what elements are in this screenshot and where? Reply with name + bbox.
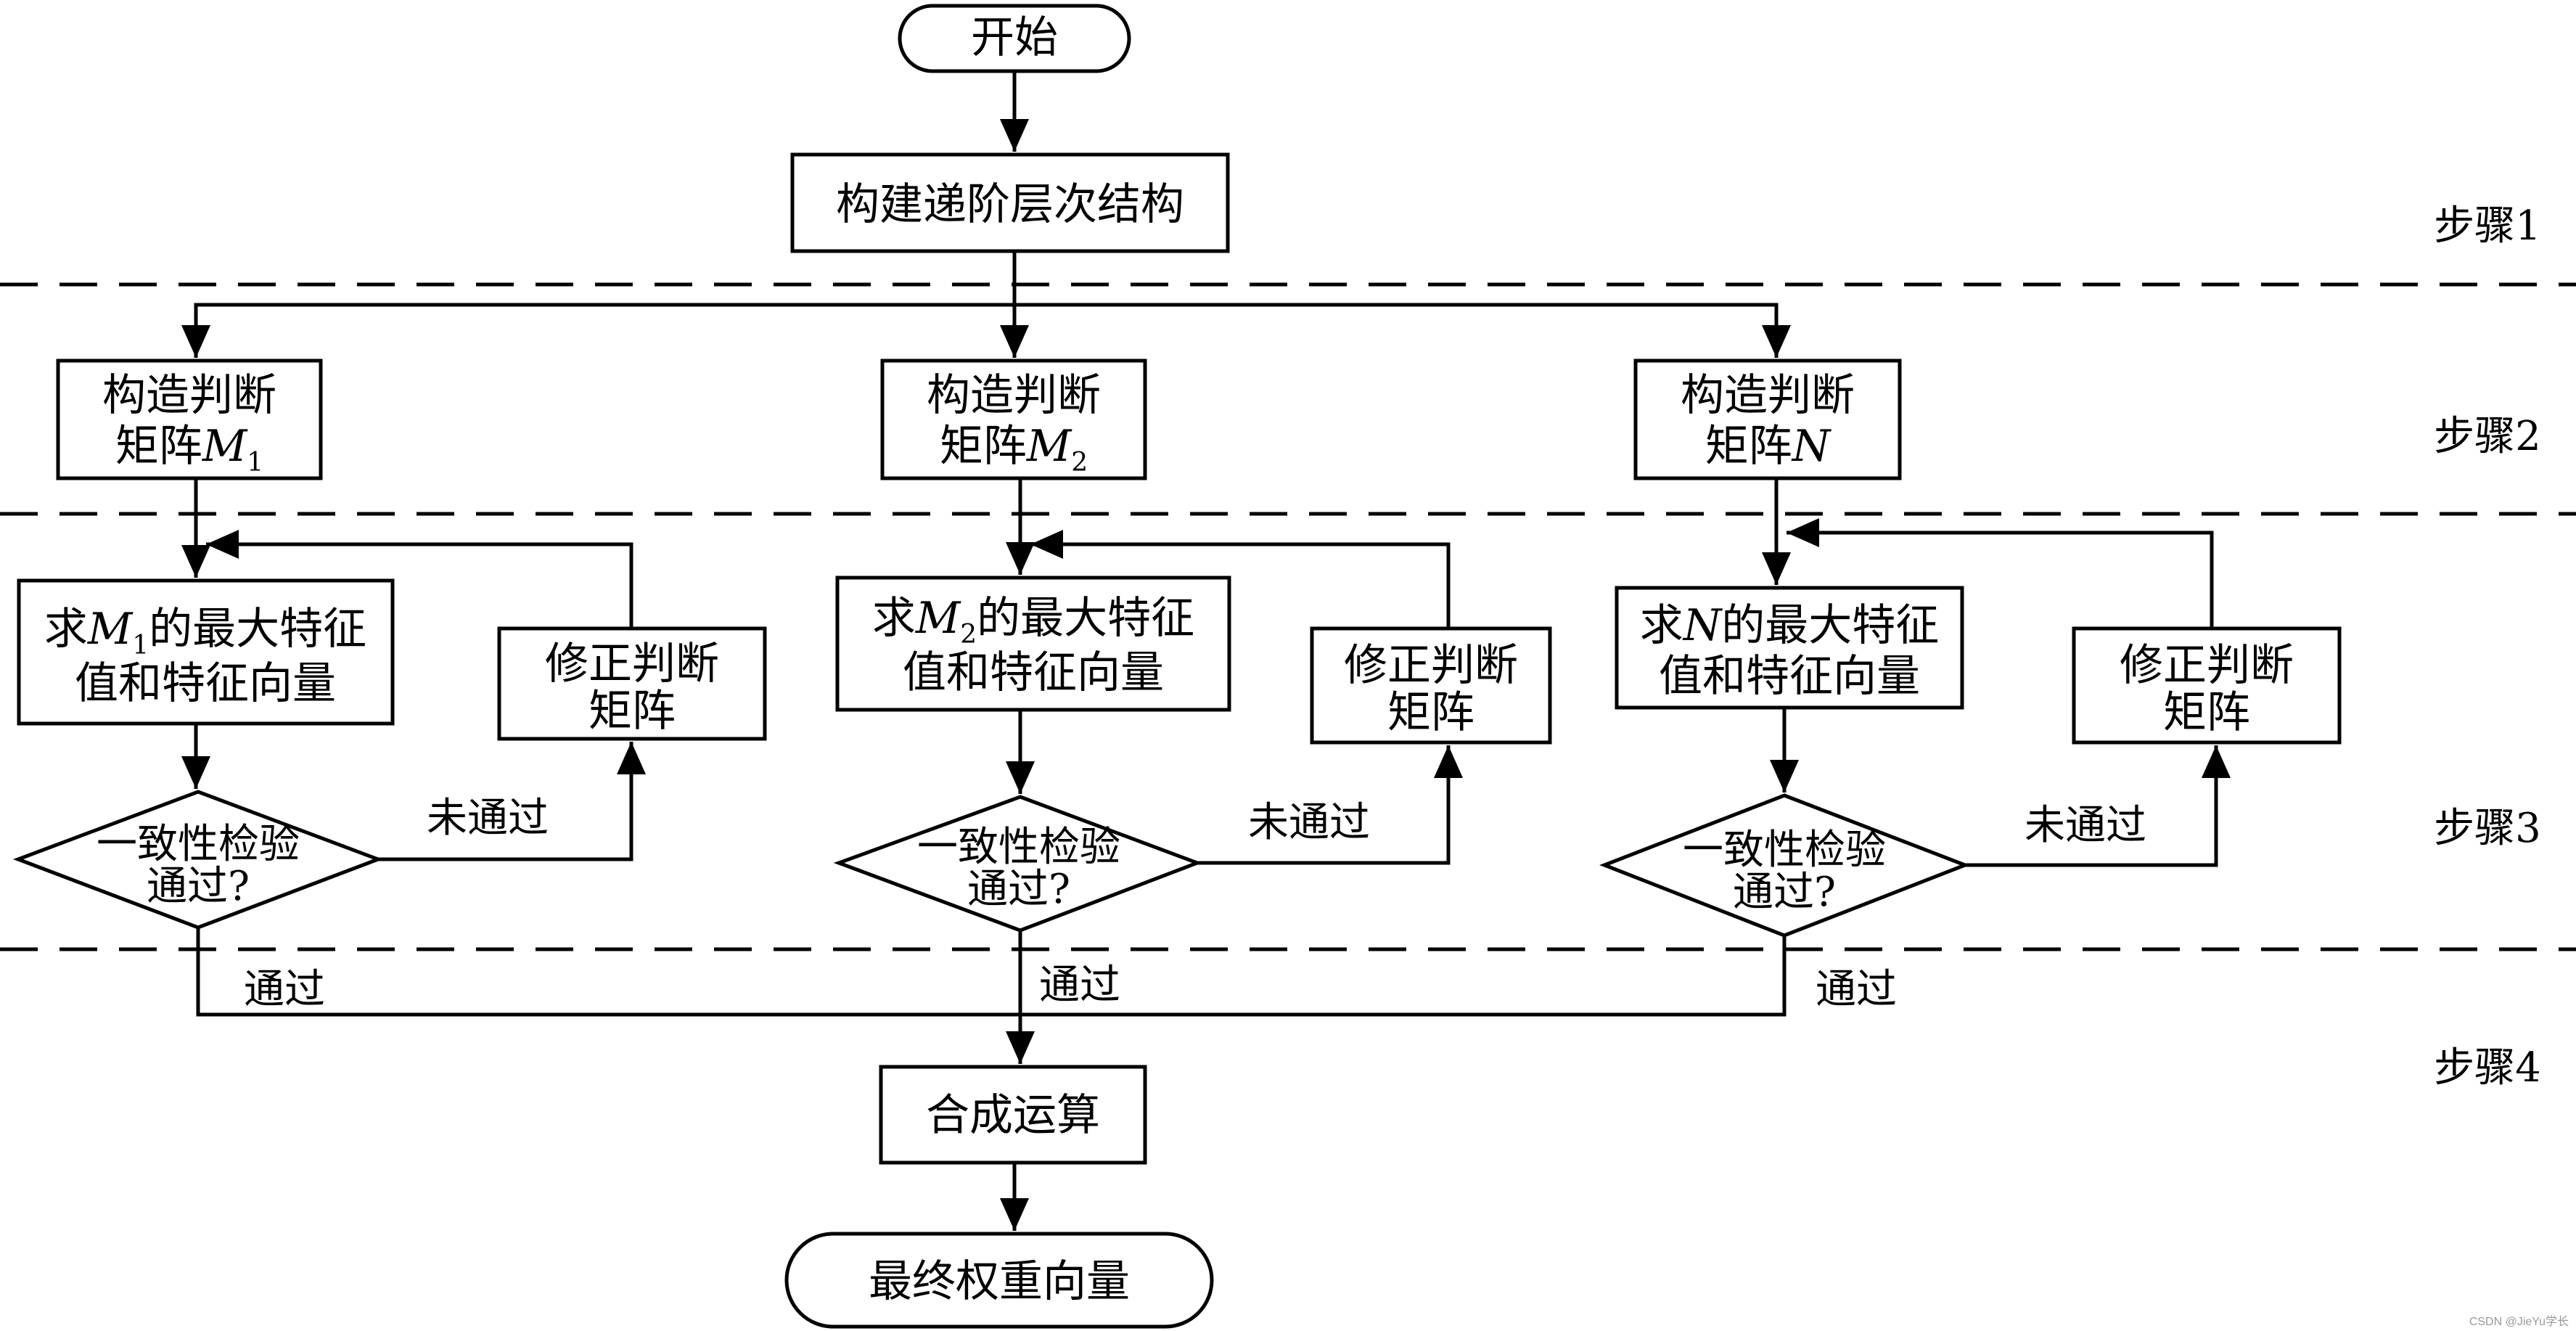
construct-label-line2: 矩阵N — [1705, 421, 1832, 472]
check-label-line2: 通过? — [147, 863, 250, 910]
fail-line — [378, 742, 646, 861]
revise-return-line — [1030, 530, 1451, 628]
revise-label-line1: 修正判断 — [545, 639, 719, 689]
final-label: 最终权重向量 — [869, 1256, 1130, 1307]
build-hierarchy-box — [790, 152, 1230, 253]
build-hierarchy-label: 构建递阶层次结构 — [836, 179, 1184, 230]
eigen-box — [835, 576, 1231, 712]
fail-label: 未通过 — [427, 795, 549, 842]
construct-matrix-box — [1633, 359, 1902, 480]
fail-line — [1965, 745, 2231, 867]
pass-label: 通过 — [1039, 962, 1120, 1009]
fail-line — [1197, 745, 1463, 865]
eigen-label-line1: 求N的最大特征 — [1640, 600, 1940, 651]
eigen-box — [17, 578, 395, 726]
revise-return-line — [206, 530, 633, 628]
revise-box — [2072, 626, 2342, 745]
revise-label-line1: 修正判断 — [2120, 640, 2294, 691]
eigen-label-line2: 值和特征向量 — [903, 647, 1164, 698]
revise-return-line — [1787, 518, 2214, 628]
eigen-label-line1: 求M1的最大特征 — [44, 604, 366, 660]
construct-label-line1: 构造判断 — [102, 370, 276, 421]
construct-label-line1: 构造判断 — [927, 370, 1101, 421]
revise-label-line1: 修正判断 — [1344, 640, 1518, 691]
step-label: 步骤1 — [2434, 202, 2541, 250]
fail-label: 未通过 — [2025, 802, 2146, 849]
step-label: 步骤4 — [2434, 1044, 2541, 1092]
eigen-label-line1: 求M2的最大特征 — [872, 593, 1194, 650]
revise-label-line2: 矩阵 — [588, 686, 676, 737]
branch-line — [194, 303, 1791, 358]
check-label-line2: 通过? — [1733, 869, 1836, 916]
construct-matrix-box — [880, 359, 1147, 480]
revise-box — [1310, 626, 1552, 745]
construct-label-line1: 构造判断 — [1681, 370, 1855, 421]
eigen-label-line2: 值和特征向量 — [1659, 651, 1920, 702]
step-label: 步骤2 — [2434, 413, 2541, 460]
pass-label: 通过 — [1816, 966, 1897, 1013]
check-label-line2: 通过? — [967, 866, 1070, 913]
pass-line — [196, 927, 1787, 1017]
step-label: 步骤3 — [2434, 805, 2541, 852]
synthesis-label: 合成运算 — [926, 1090, 1100, 1141]
construct-label-line2: 矩阵M2 — [940, 421, 1088, 478]
start-label: 开始 — [971, 12, 1058, 63]
fail-label: 未通过 — [1248, 799, 1370, 846]
construct-matrix-box — [56, 359, 323, 480]
check-label-line1: 一致性检验 — [1683, 827, 1886, 874]
eigen-label-line2: 值和特征向量 — [75, 658, 336, 709]
check-label-line1: 一致性检验 — [917, 824, 1120, 871]
construct-label-line2: 矩阵M1 — [115, 421, 263, 478]
pass-label: 通过 — [244, 966, 325, 1013]
check-label-line1: 一致性检验 — [97, 821, 300, 868]
revise-label-line2: 矩阵 — [2163, 687, 2250, 738]
watermark: CSDN @JieYu学长 — [2469, 1315, 2569, 1328]
final-terminal — [784, 1232, 1214, 1329]
eigen-box — [1615, 586, 1964, 710]
revise-label-line2: 矩阵 — [1387, 687, 1474, 738]
